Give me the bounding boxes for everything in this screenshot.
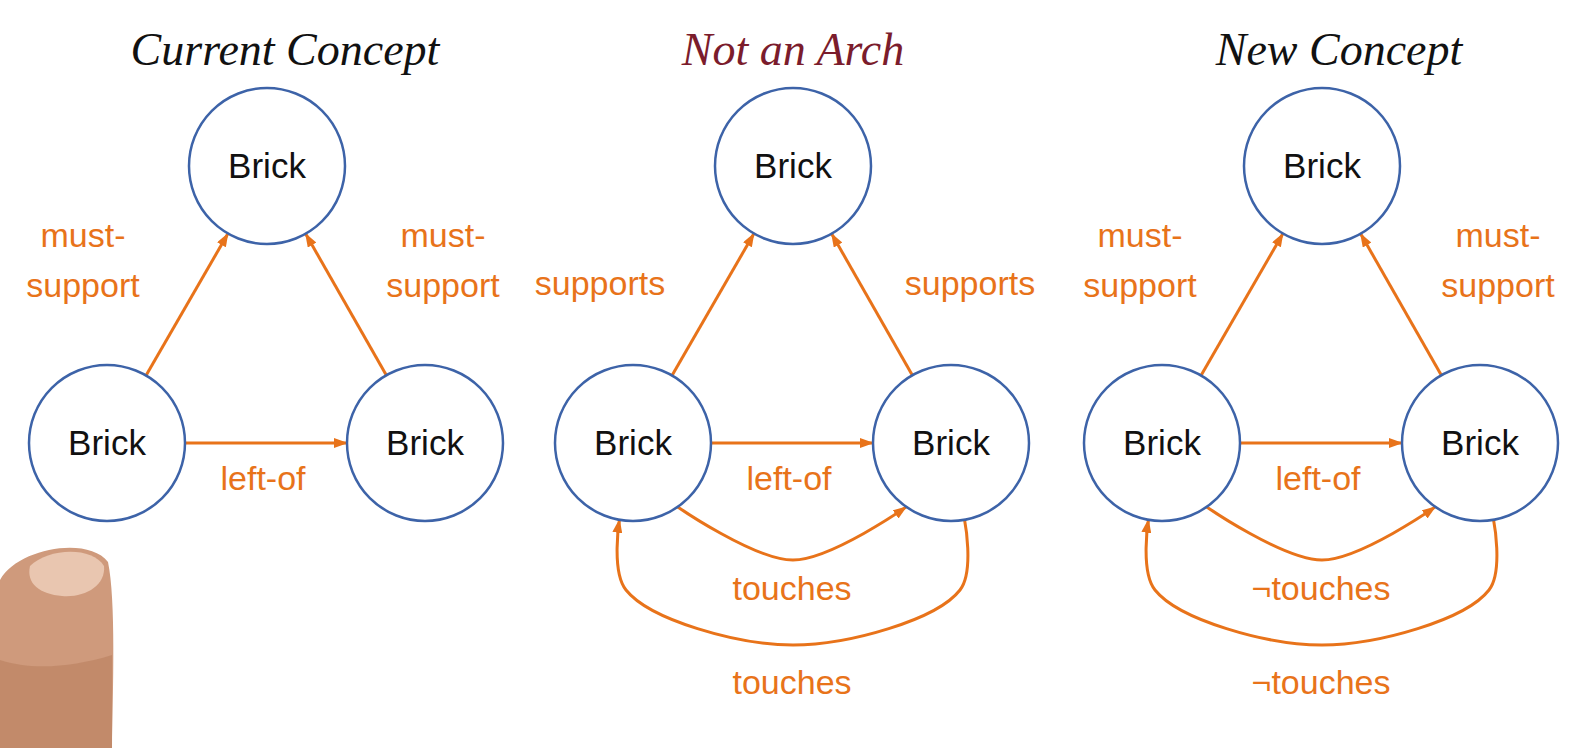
node-label: Brick xyxy=(1283,146,1361,186)
relation-arrow xyxy=(678,507,907,560)
panel-title: Not an Arch xyxy=(682,23,904,76)
node-label: Brick xyxy=(594,423,672,463)
node-label: Brick xyxy=(1123,423,1201,463)
brick-node: Brick xyxy=(1082,363,1242,523)
relation-label: must- support xyxy=(1083,210,1196,310)
relation-label: touches xyxy=(732,563,851,613)
relation-label: left-of xyxy=(746,453,831,503)
relation-label: must- support xyxy=(386,210,499,310)
brick-node: Brick xyxy=(1242,86,1402,246)
relation-label: left-of xyxy=(1275,453,1360,503)
relation-label: must- support xyxy=(26,210,139,310)
node-label: Brick xyxy=(386,423,464,463)
brick-node: Brick xyxy=(553,363,713,523)
relation-arrow xyxy=(1201,234,1283,376)
relation-arrow xyxy=(1207,507,1436,560)
relation-label: supports xyxy=(905,258,1035,308)
brick-node: Brick xyxy=(345,363,505,523)
relation-arrow xyxy=(1146,520,1497,645)
node-label: Brick xyxy=(912,423,990,463)
node-label: Brick xyxy=(1441,423,1519,463)
relation-arrow xyxy=(1240,442,1402,445)
brick-node: Brick xyxy=(713,86,873,246)
relation-label: supports xyxy=(535,258,665,308)
brick-node: Brick xyxy=(871,363,1031,523)
brick-node: Brick xyxy=(1400,363,1560,523)
relation-arrow xyxy=(617,520,968,645)
relation-arrow xyxy=(672,234,754,376)
thumb-picture xyxy=(0,548,113,748)
relation-arrow xyxy=(832,234,913,375)
relation-arrow xyxy=(185,442,347,445)
panel-title: New Concept xyxy=(1216,23,1463,76)
relation-label: ¬touches xyxy=(1252,563,1391,613)
relation-label: left-of xyxy=(220,453,305,503)
brick-node: Brick xyxy=(187,86,347,246)
relation-label: touches xyxy=(732,657,851,707)
relation-arrow xyxy=(1361,234,1442,375)
relation-arrow xyxy=(306,234,387,375)
node-label: Brick xyxy=(754,146,832,186)
relation-label: must- support xyxy=(1441,210,1554,310)
relation-arrow xyxy=(711,442,873,445)
node-label: Brick xyxy=(228,146,306,186)
relation-label: ¬touches xyxy=(1252,657,1391,707)
node-label: Brick xyxy=(68,423,146,463)
panel-title: Current Concept xyxy=(131,23,440,76)
relation-arrow xyxy=(146,234,228,376)
brick-node: Brick xyxy=(27,363,187,523)
